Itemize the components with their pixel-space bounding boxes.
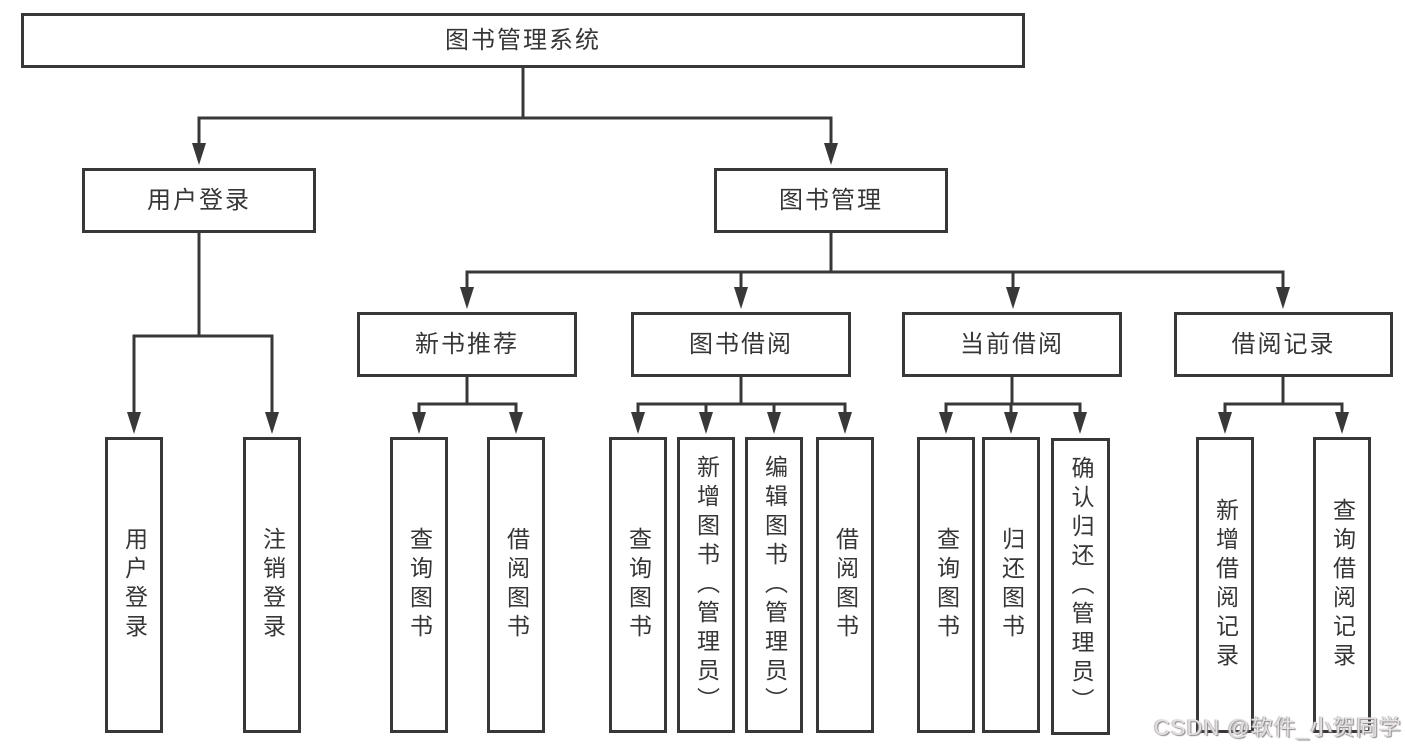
node-book-management: 图书管理 [714, 168, 948, 233]
node-label: 用户登录 [121, 527, 148, 643]
node-borrowing-records: 借阅记录 [1174, 312, 1393, 377]
node-label: 编辑图书（管理员） [761, 454, 788, 716]
csdn-watermark: CSDN @软件_小贺同学 [1153, 715, 1402, 740]
node-logout: 注销登录 [243, 437, 301, 733]
node-add-borrow-record: 新增借阅记录 [1196, 437, 1254, 733]
node-label: 归还图书 [998, 527, 1025, 643]
node-label: 查询图书 [625, 527, 652, 643]
node-book-borrowing: 图书借阅 [631, 312, 851, 377]
node-label: 新增借阅记录 [1212, 498, 1239, 672]
node-label: 查询图书 [406, 527, 433, 643]
node-new-book-recommendation: 新书推荐 [357, 312, 577, 377]
node-user-login-leaf: 用户登录 [105, 437, 163, 733]
node-label: 确认归还（管理员） [1068, 456, 1094, 717]
node-add-books-admin: 新增图书（管理员） [677, 437, 735, 733]
node-user-login: 用户登录 [82, 168, 316, 233]
node-label: 借阅图书 [832, 527, 859, 643]
node-label: 借阅图书 [503, 527, 530, 643]
node-return-books: 归还图书 [982, 437, 1040, 733]
node-library-management-system: 图书管理系统 [21, 13, 1025, 68]
node-query-books-borrow: 查询图书 [609, 437, 667, 733]
node-label: 查询借阅记录 [1329, 498, 1356, 672]
node-borrow-books-leaf: 借阅图书 [816, 437, 874, 733]
node-label: 新增图书（管理员） [693, 454, 720, 716]
node-confirm-return-admin: 确认归还（管理员） [1051, 438, 1110, 735]
node-query-books-current: 查询图书 [917, 437, 975, 733]
node-label: 注销登录 [259, 527, 286, 643]
node-label: 查询图书 [933, 527, 960, 643]
node-current-borrowing: 当前借阅 [902, 312, 1122, 377]
node-query-borrow-record: 查询借阅记录 [1313, 437, 1371, 733]
node-edit-books-admin: 编辑图书（管理员） [745, 437, 803, 733]
node-borrow-books-recommend: 借阅图书 [487, 437, 545, 733]
node-query-books-recommend: 查询图书 [390, 437, 448, 733]
